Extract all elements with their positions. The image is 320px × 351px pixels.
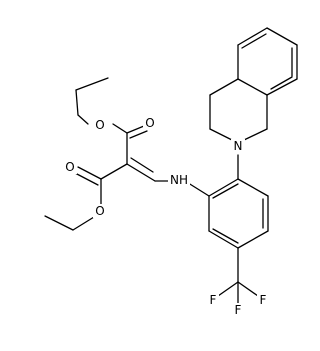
atom-f-right-label: F [260,293,267,307]
atom-n-ring-label: N [234,139,243,153]
atom-o-upper-carbonyl-label: O [145,116,154,130]
bond-lines [44,27,298,305]
atom-f-right: F [257,293,269,307]
atom-nh-amine: NH [168,173,190,187]
atom-o-upper-ester: O [93,118,107,132]
atom-f-left: F [207,293,219,307]
atom-f-middle-bg [232,303,244,317]
atom-labels: O O O O NH N F F [63,116,269,317]
atom-f-left-bg [207,293,219,307]
atom-o-upper-ester-bg [93,118,107,132]
atom-o-lower-ester-label: O [95,204,104,218]
atom-o-upper-carbonyl-bg [143,116,157,130]
atom-o-upper-carbonyl: O [143,116,157,130]
atom-o-lower-carbonyl-label: O [65,160,74,174]
atom-n-ring: N [231,139,245,153]
atom-f-middle-label: F [235,303,242,317]
atom-o-upper-ester-label: O [95,118,104,132]
atom-f-right-bg [257,293,269,307]
atom-f-middle: F [232,303,244,317]
atom-o-lower-carbonyl: O [63,160,77,174]
atom-nh-amine-bg [168,173,190,187]
atom-o-lower-ester-bg [93,204,107,218]
atom-n-ring-bg [231,139,245,153]
atom-f-left-label: F [210,293,217,307]
atom-nh-amine-label: NH [170,173,188,187]
atom-o-lower-carbonyl-bg [63,160,77,174]
atom-o-lower-ester: O [93,204,107,218]
